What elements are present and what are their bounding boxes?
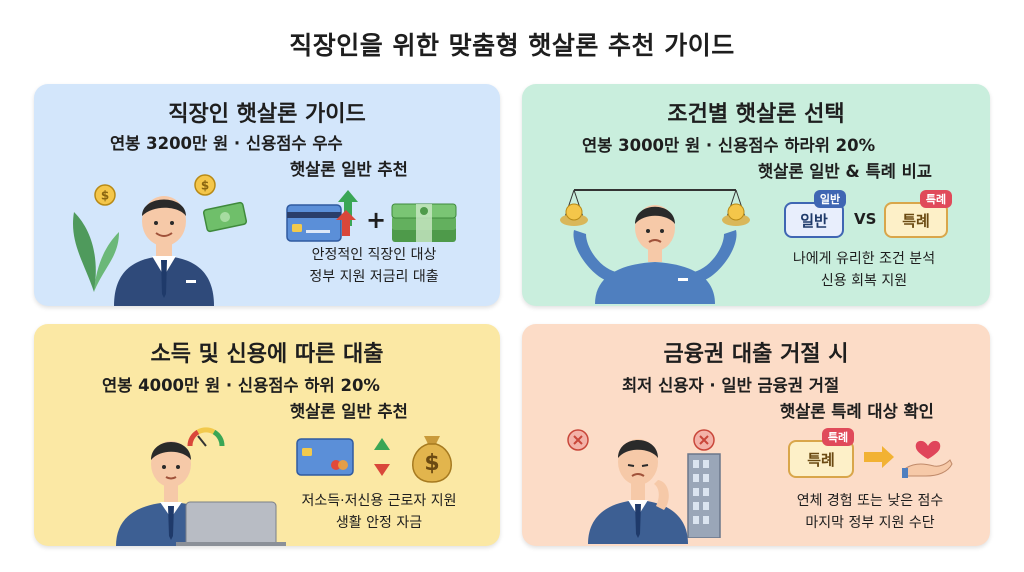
card-description-1: 안정적인 직장인 대상 (311, 247, 437, 263)
leaf-icon (73, 212, 119, 292)
x-circle-icon (567, 429, 589, 451)
special-badge: 특례 (822, 428, 854, 446)
card-recommendation-line: 햇살론 특례 대상 확인 (780, 402, 934, 421)
card-condition-line: 연봉 3200만 원 · 신용점수 우수 (110, 134, 343, 153)
money-bill-icon (202, 201, 248, 233)
building-icon (687, 453, 721, 538)
card-description-2: 정부 지원 저금리 대출 (309, 269, 439, 285)
page-title: 직장인을 위한 맞춤형 햇살론 추천 가이드 (289, 31, 735, 60)
plus-icon: + (366, 206, 387, 234)
frustrated-worker-illustration (588, 439, 688, 544)
vs-icon: VS (854, 210, 877, 228)
credit-card-icon (286, 204, 342, 242)
hand-heart-icon (902, 440, 953, 478)
special-loan-box: 특례 (884, 202, 948, 238)
arrow-up-icon (338, 190, 358, 226)
card-description-1: 나에게 유리한 조건 분석 (792, 251, 936, 267)
office-worker-illustration (114, 196, 214, 306)
card-title: 금융권 대출 거절 시 (663, 342, 849, 367)
money-bag-icon: $ (412, 436, 452, 483)
x-circle-icon (693, 429, 715, 451)
svg-text:$: $ (201, 179, 209, 193)
special-badge-label: 특례 (925, 193, 947, 206)
arrow-up-icon (336, 210, 356, 236)
arrow-updown-icon (374, 438, 390, 476)
card-loan-rejection: 금융권 대출 거절 시 최저 신용자 · 일반 금융권 거절 햇살론 특례 대상… (522, 324, 990, 546)
card-description-2: 생활 안정 자금 (335, 515, 423, 531)
card-condition-line: 최저 신용자 · 일반 금융권 거절 (622, 376, 840, 395)
general-box-label: 일반 (800, 211, 828, 230)
special-badge: 특례 (920, 190, 952, 208)
worker-laptop-illustration (116, 441, 286, 546)
card-condition-line: 연봉 3000만 원 · 신용점수 하라위 20% (582, 136, 876, 155)
card-description-2: 신용 회복 지원 (820, 273, 908, 289)
svg-text:$: $ (424, 451, 439, 476)
card-recommendation-line: 햇살론 일반 추천 (290, 402, 408, 421)
card-recommendation-line: 햇살론 일반 추천 (290, 160, 408, 179)
general-badge-label: 일반 (819, 193, 841, 206)
card-description-1: 저소득·저신용 근로자 지원 (301, 493, 457, 509)
card-description-1: 연체 경험 또는 낮은 점수 (796, 493, 944, 509)
dollar-coin-icon: $ (94, 184, 116, 206)
svg-text:$: $ (101, 189, 109, 203)
general-badge: 일반 (814, 190, 846, 208)
arrow-right-icon (864, 446, 894, 468)
scale-icon (560, 189, 750, 304)
special-badge-label: 특례 (827, 431, 849, 444)
card-recommendation-line: 햇살론 일반 & 특례 비교 (758, 162, 932, 181)
card-condition-selection: 조건별 햇살론 선택 연봉 3000만 원 · 신용점수 하라위 20% 햇살론… (522, 84, 990, 306)
card-income-credit: 소득 및 신용에 따른 대출 연봉 4000만 원 · 신용점수 하위 20% … (34, 324, 500, 546)
special-loan-box: 특례 (788, 440, 854, 478)
card-condition-line: 연봉 4000만 원 · 신용점수 하위 20% (102, 376, 380, 395)
card-title: 소득 및 신용에 따른 대출 (150, 342, 384, 367)
gauge-icon (187, 427, 225, 447)
card-title: 조건별 햇살론 선택 (667, 102, 845, 127)
special-box-label: 특례 (807, 450, 835, 469)
card-description-2: 마지막 정부 지원 수단 (805, 515, 935, 531)
card-office-worker-guide: 직장인 햇살론 가이드 연봉 3200만 원 · 신용점수 우수 햇살론 일반 … (34, 84, 500, 306)
card-title: 직장인 햇살론 가이드 (168, 102, 366, 127)
special-box-label: 특례 (902, 211, 930, 230)
dollar-coin-icon: $ (194, 174, 216, 196)
credit-card-icon (296, 438, 354, 476)
money-stack-icon (391, 203, 457, 242)
